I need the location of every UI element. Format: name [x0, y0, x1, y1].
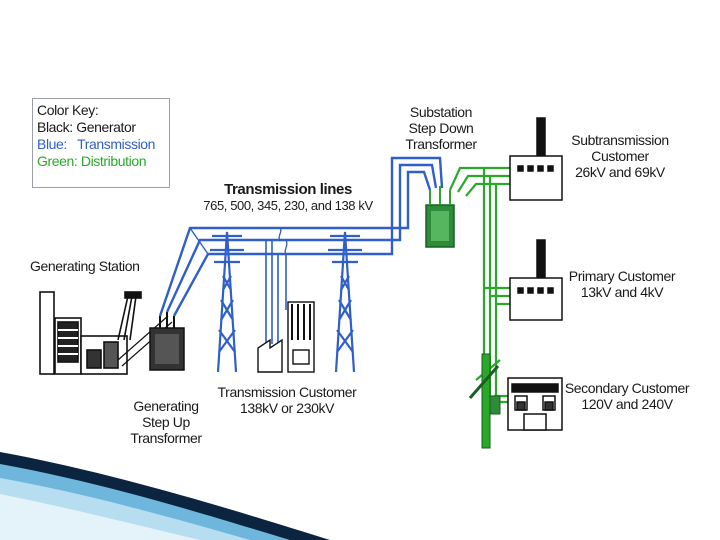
substation-label: Substation Step Down Transformer	[398, 104, 484, 152]
color-key-box: Color Key: Black: Generator Blue: Transm…	[32, 98, 170, 188]
transmission-customer-factory-icon	[257, 301, 315, 373]
secondary-customer-line: Secondary Customer	[564, 380, 690, 396]
step-up-transformer-icon	[149, 312, 185, 371]
color-key-green: Green: Distribution	[37, 153, 147, 169]
primary-customer-factory-icon	[509, 239, 563, 321]
subtransmission-customer-factory-icon	[509, 117, 563, 201]
transmission-lines	[158, 156, 444, 317]
color-key-blue-value: Transmission	[77, 136, 156, 152]
generating-transformer-line: Transformer	[130, 430, 202, 446]
generating-transformer-line: Generating	[133, 398, 199, 414]
substation-label-line: Step Down	[408, 120, 474, 136]
color-key-blue: Blue: Transmission	[37, 136, 165, 153]
primary-customer-label: Primary Customer 13kV and 4kV	[566, 268, 678, 300]
distribution-pole-icon	[468, 353, 501, 449]
primary-customer-line: 13kV and 4kV	[580, 284, 664, 300]
transmission-tower-right-icon	[328, 231, 362, 373]
color-key-title: Color Key:	[37, 102, 99, 118]
secondary-customer-label: Secondary Customer 120V and 240V	[562, 380, 692, 412]
substation-transformer-icon	[425, 186, 455, 248]
slide-swoosh-decoration	[0, 452, 330, 540]
primary-customer-line: Primary Customer	[568, 268, 676, 284]
subtransmission-customer-line: Subtransmission	[571, 132, 669, 148]
transmission-lines-voltages: 765, 500, 345, 230, and 138 kV	[203, 198, 373, 213]
color-key-black: Black: Generator	[37, 119, 136, 135]
transmission-customer-line: 138kV or 230kV	[239, 400, 335, 416]
substation-label-line: Transformer	[405, 136, 477, 152]
color-key-blue-label: Blue:	[37, 136, 67, 152]
transmission-tower-left-icon	[210, 231, 244, 373]
transmission-customer-tap	[265, 227, 288, 344]
transmission-lines-title: Transmission lines	[224, 181, 352, 198]
generating-transformer-label: Generating Step Up Transformer	[128, 398, 204, 446]
substation-label-line: Substation	[409, 104, 473, 120]
generating-station-label: Generating Station	[30, 258, 140, 274]
secondary-customer-house-icon	[507, 377, 563, 431]
generating-transformer-line: Step Up	[142, 414, 190, 430]
subtransmission-customer-line: 26kV and 69kV	[575, 164, 665, 180]
transmission-customer-label: Transmission Customer 138kV or 230kV	[214, 384, 360, 416]
transmission-lines-label: Transmission lines 765, 500, 345, 230, a…	[188, 182, 388, 214]
secondary-customer-line: 120V and 240V	[581, 396, 673, 412]
subtransmission-customer-line: Customer	[591, 148, 649, 164]
subtransmission-customer-label: Subtransmission Customer 26kV and 69kV	[566, 132, 674, 180]
transmission-customer-line: Transmission Customer	[217, 384, 357, 400]
generating-station-icon	[39, 291, 173, 375]
